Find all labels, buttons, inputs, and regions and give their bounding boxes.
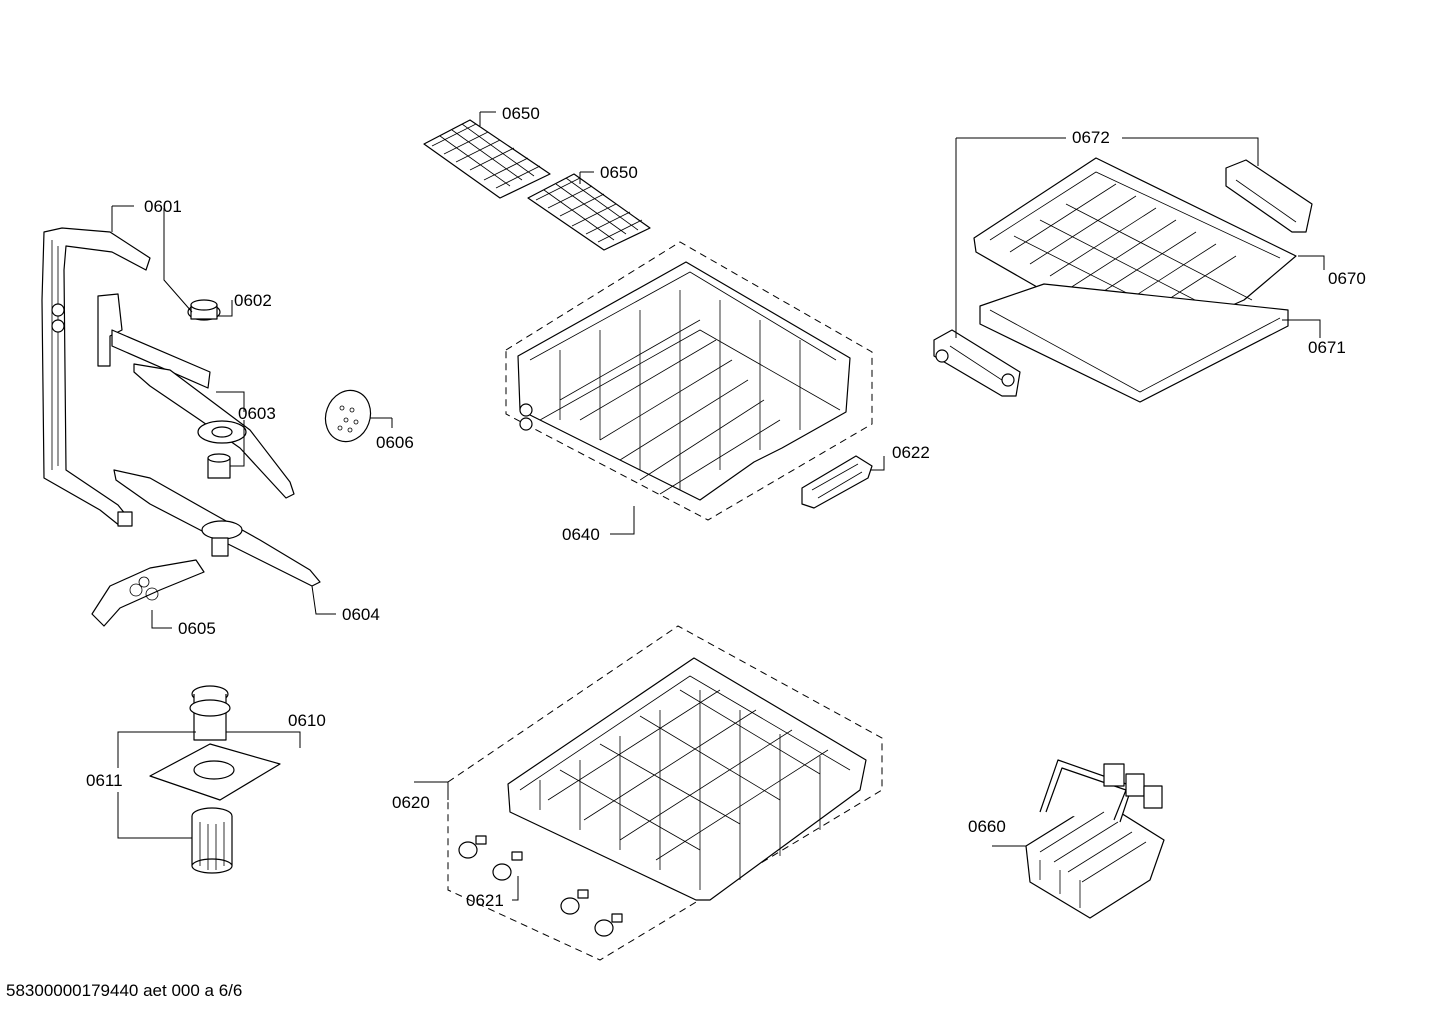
label-0621: 0621 bbox=[466, 891, 504, 910]
cutlery-basket-0660 bbox=[1025, 759, 1165, 919]
label-0650b: 0650 bbox=[600, 163, 638, 182]
rack-handle-0622 bbox=[801, 455, 873, 509]
label-0603: 0603 bbox=[238, 404, 276, 423]
label-0611: 0611 bbox=[86, 771, 123, 790]
sieve-cover-0605 bbox=[91, 559, 205, 627]
upper-rack-0640 bbox=[505, 241, 873, 521]
label-0670: 0670 bbox=[1328, 269, 1366, 288]
label-0604: 0604 bbox=[342, 605, 380, 624]
label-0602: 0602 bbox=[234, 291, 272, 310]
label-0620: 0620 bbox=[392, 793, 430, 812]
label-0660: 0660 bbox=[968, 817, 1006, 836]
tray-bracket-0672 bbox=[933, 329, 1021, 397]
label-0622: 0622 bbox=[892, 443, 930, 462]
lower-rack-0620 bbox=[447, 625, 883, 961]
lower-spray-arm-0604 bbox=[113, 469, 321, 587]
cup-shelf-0650b bbox=[527, 173, 651, 251]
document-id-footer: 58300000179440 aet 000 a 6/6 bbox=[6, 981, 243, 1000]
cup-shelf-0650a bbox=[423, 119, 551, 199]
label-0601: 0601 bbox=[144, 197, 182, 216]
filter-assembly-0610 bbox=[149, 685, 281, 801]
label-0605: 0605 bbox=[178, 619, 216, 638]
label-0672: 0672 bbox=[1072, 128, 1110, 147]
cutlery-tray-0670 bbox=[973, 157, 1313, 347]
rack-wheels-0621 bbox=[458, 835, 623, 937]
label-0640: 0640 bbox=[562, 525, 600, 544]
upper-spray-arm-0603 bbox=[97, 293, 295, 499]
spray-supply-pipe-0601 bbox=[41, 227, 151, 527]
tray-rail-0671 bbox=[979, 283, 1289, 403]
micro-filter-0611 bbox=[191, 807, 233, 874]
label-0671: 0671 bbox=[1308, 338, 1346, 357]
label-0650a: 0650 bbox=[502, 104, 540, 123]
label-0610: 0610 bbox=[288, 711, 326, 730]
spray-disc-0606 bbox=[324, 389, 372, 443]
nozzle-fitting-0602 bbox=[187, 299, 221, 321]
label-0606: 0606 bbox=[376, 433, 414, 452]
